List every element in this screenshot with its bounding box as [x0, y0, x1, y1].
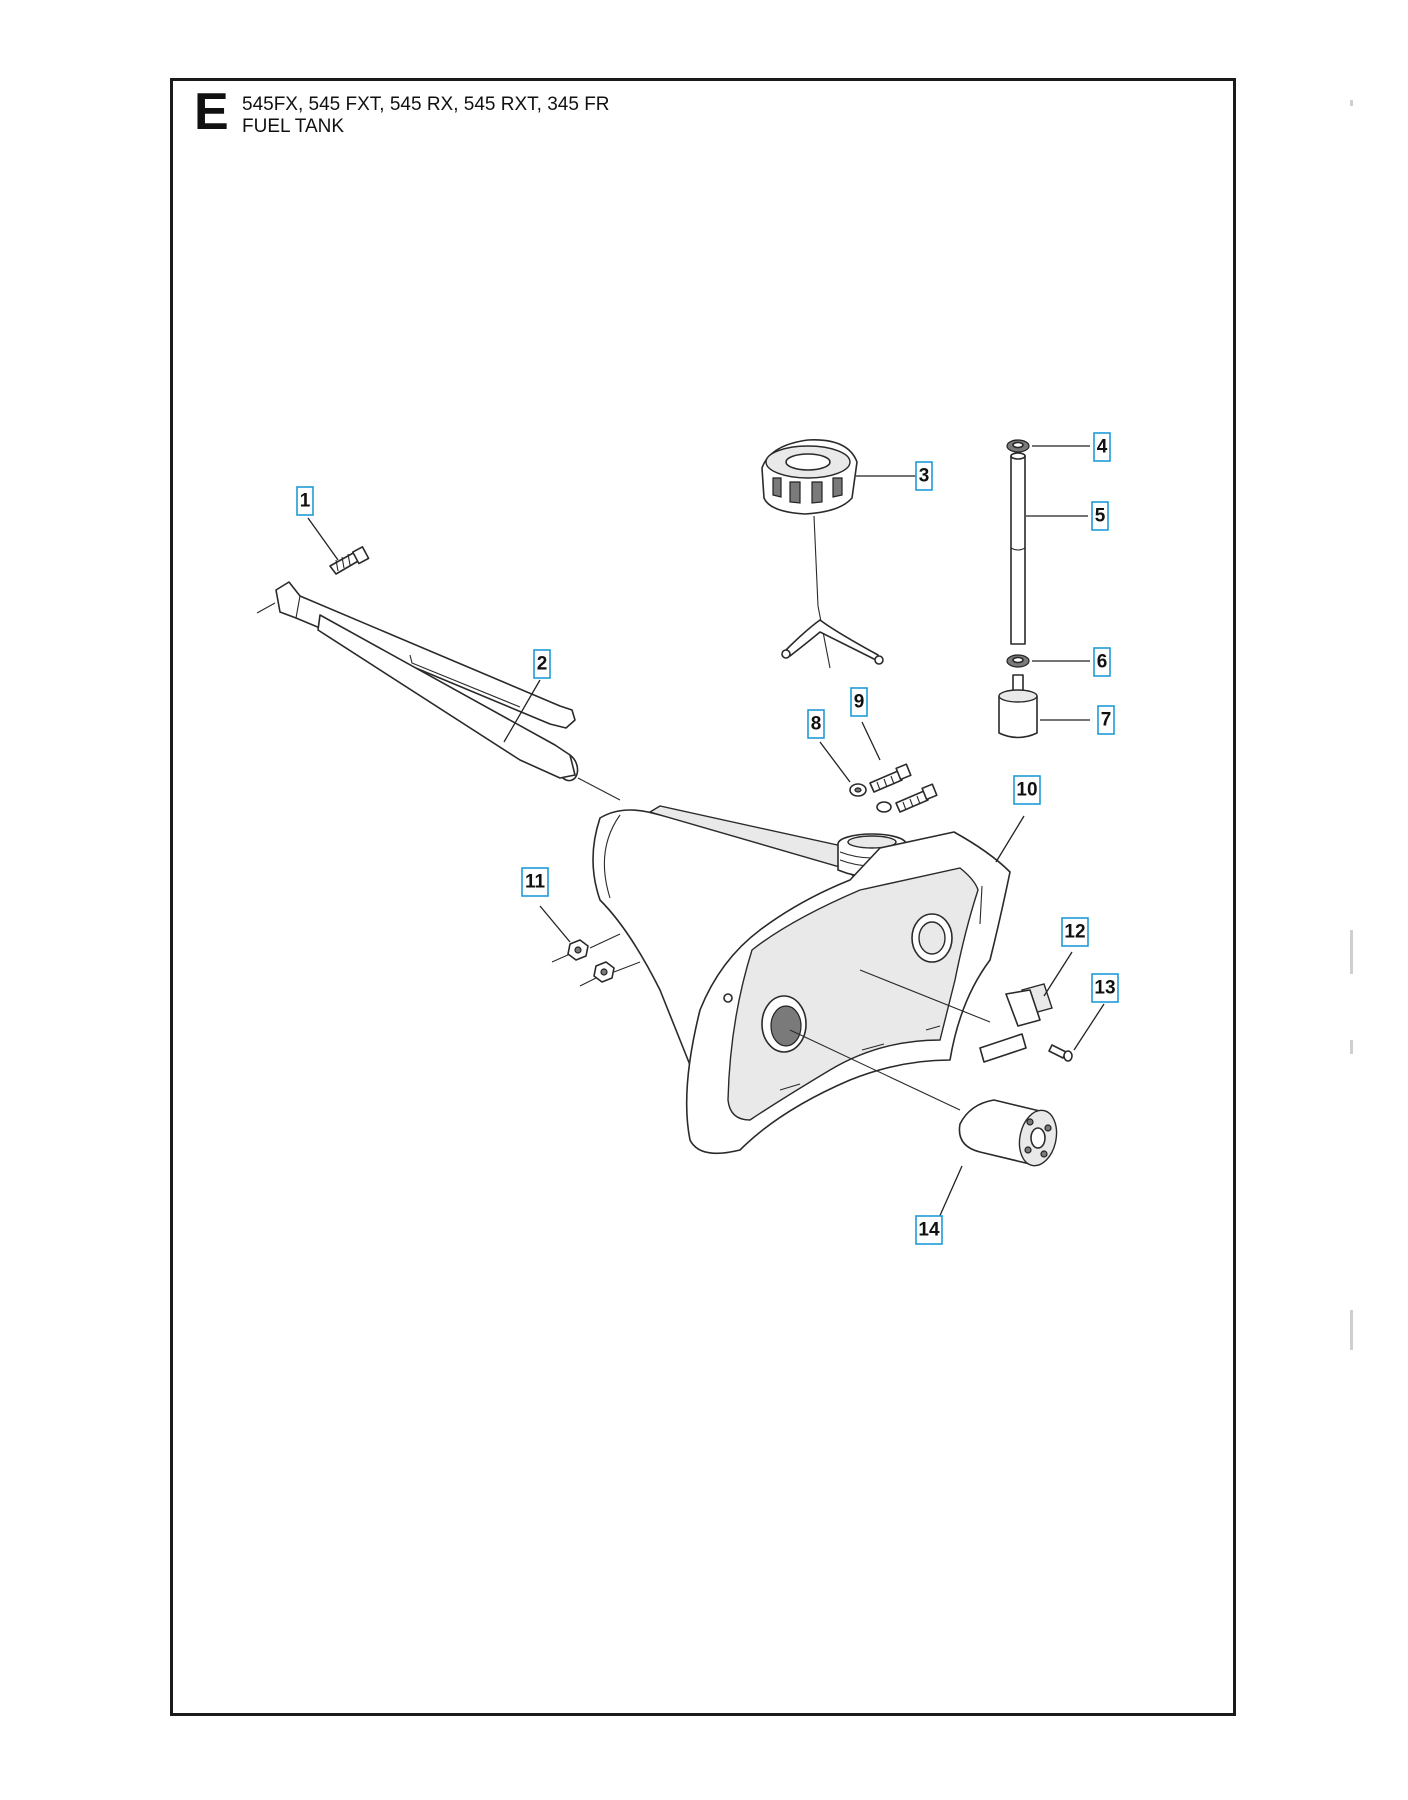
svg-text:3: 3 [919, 466, 930, 487]
part-3-fuel-cap [761, 439, 884, 669]
callout-8: 8 [807, 709, 825, 739]
svg-text:14: 14 [918, 1220, 940, 1241]
part-8-washer [849, 783, 892, 813]
svg-text:11: 11 [525, 872, 546, 893]
part-6-seal-ring [1006, 654, 1030, 668]
callout-7: 7 [1097, 705, 1115, 735]
part-14-damper [958, 1099, 1058, 1167]
section-letter: E [194, 83, 229, 141]
callout-9: 9 [850, 687, 868, 717]
part-4-seal-ring [1006, 439, 1030, 453]
callout-2: 2 [533, 649, 551, 679]
svg-text:5: 5 [1095, 506, 1106, 527]
callout-12: 12 [1061, 917, 1089, 947]
svg-text:8: 8 [811, 714, 822, 735]
callout-5: 5 [1091, 501, 1109, 531]
svg-text:6: 6 [1097, 652, 1108, 673]
part-5-fuel-hose [1010, 452, 1026, 645]
svg-text:9: 9 [854, 692, 865, 713]
part-1-screw [329, 546, 370, 575]
scan-mark [1350, 1310, 1353, 1350]
callout-6: 6 [1093, 647, 1111, 677]
svg-text:13: 13 [1094, 978, 1115, 999]
part-10-fuel-tank [592, 805, 1011, 1155]
scan-mark [1350, 100, 1353, 106]
svg-text:7: 7 [1101, 710, 1112, 731]
model-list: 545FX, 545 FXT, 545 RX, 545 RXT, 345 FR [242, 94, 610, 115]
diagram-title: FUEL TANK [242, 116, 345, 137]
svg-text:2: 2 [537, 654, 548, 675]
part-2-handle-tube [256, 581, 621, 801]
part-11-nut [551, 933, 641, 987]
svg-text:4: 4 [1097, 437, 1108, 458]
callout-11: 11 [521, 867, 549, 897]
part-9-screw [869, 763, 938, 813]
callout-4: 4 [1093, 432, 1111, 462]
callout-1: 1 [296, 486, 314, 516]
scan-mark [1350, 1040, 1353, 1054]
svg-text:1: 1 [300, 491, 311, 512]
callout-13: 13 [1091, 973, 1119, 1003]
callout-10: 10 [1013, 775, 1041, 805]
callout-3: 3 [915, 461, 933, 491]
scan-mark [1350, 930, 1353, 974]
part-7-fuel-filter [998, 674, 1038, 739]
part-12-clip [979, 983, 1053, 1063]
leader-lines [307, 445, 1105, 1221]
part-13-screw [1048, 1044, 1073, 1062]
svg-text:10: 10 [1016, 780, 1037, 801]
callout-14: 14 [915, 1215, 943, 1245]
svg-text:12: 12 [1064, 922, 1085, 943]
